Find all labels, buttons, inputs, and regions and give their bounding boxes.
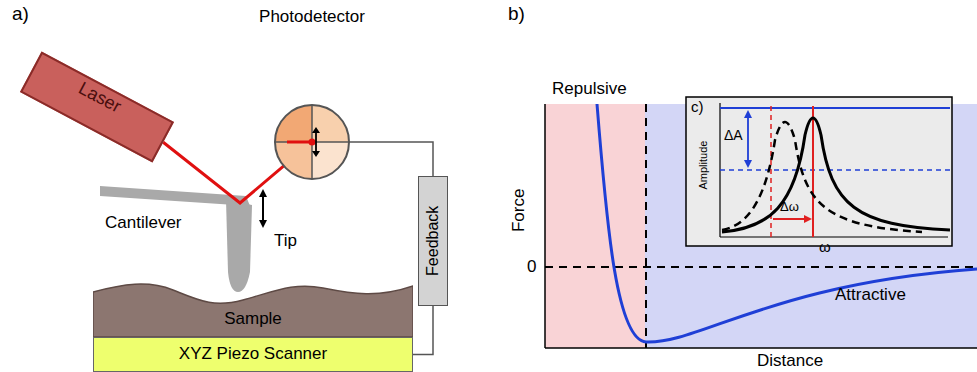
axis-title: ω — [819, 239, 831, 256]
region-divider — [645, 104, 647, 348]
region-label: Attractive — [835, 286, 906, 305]
part-label: Cantilever — [105, 214, 182, 233]
x-axis — [545, 347, 977, 349]
tip-motion-arrow — [262, 191, 264, 226]
axis-title: Distance — [757, 352, 823, 371]
region-label: Repulsive — [552, 80, 627, 99]
node-text: XYZ Piezo Scanner — [179, 345, 327, 364]
photodetector: Photodetector — [250, 4, 374, 180]
sample-shape — [93, 280, 413, 337]
signal-wire — [413, 306, 433, 355]
photodetector-circle — [272, 102, 352, 182]
axis-title: Force — [511, 188, 530, 231]
axis-tick: 0 — [527, 258, 536, 277]
resonance-curve — [722, 118, 950, 232]
zero-line — [545, 266, 977, 268]
node-text: Laser — [75, 78, 124, 117]
sample-surface — [93, 284, 413, 337]
piezo-scanner-band: XYZ Piezo Scanner — [93, 337, 413, 372]
y-axis — [544, 104, 546, 348]
resonance-line — [812, 106, 814, 237]
delta-omega-arrow — [773, 218, 810, 220]
node-text: Sample — [224, 310, 282, 329]
delta-a-arrow — [747, 112, 749, 166]
signal-wire — [349, 142, 433, 176]
feedback-box: Feedback — [418, 176, 448, 306]
shifted-resonance-line — [770, 106, 772, 237]
inset-panel — [686, 97, 952, 246]
panel-letter: a) — [12, 4, 29, 25]
laser-beam — [163, 142, 284, 203]
sample: Sample — [93, 280, 413, 337]
node-text: Feedback — [424, 206, 442, 276]
delta-label: Δω — [780, 200, 799, 214]
laser-box: Laser — [20, 51, 174, 162]
panel-letter: b) — [508, 4, 525, 25]
peak-level — [720, 107, 950, 109]
inset-x-axis — [720, 236, 948, 237]
tip — [226, 200, 252, 292]
part-label: Tip — [274, 232, 297, 251]
delta-label: ΔA — [724, 128, 743, 143]
node-text: Photodetector — [259, 8, 365, 27]
axis-title: Amplitude — [697, 141, 709, 190]
panel-letter: c) — [691, 99, 704, 116]
shifted-level — [720, 169, 950, 171]
repulsive-region — [545, 104, 645, 348]
